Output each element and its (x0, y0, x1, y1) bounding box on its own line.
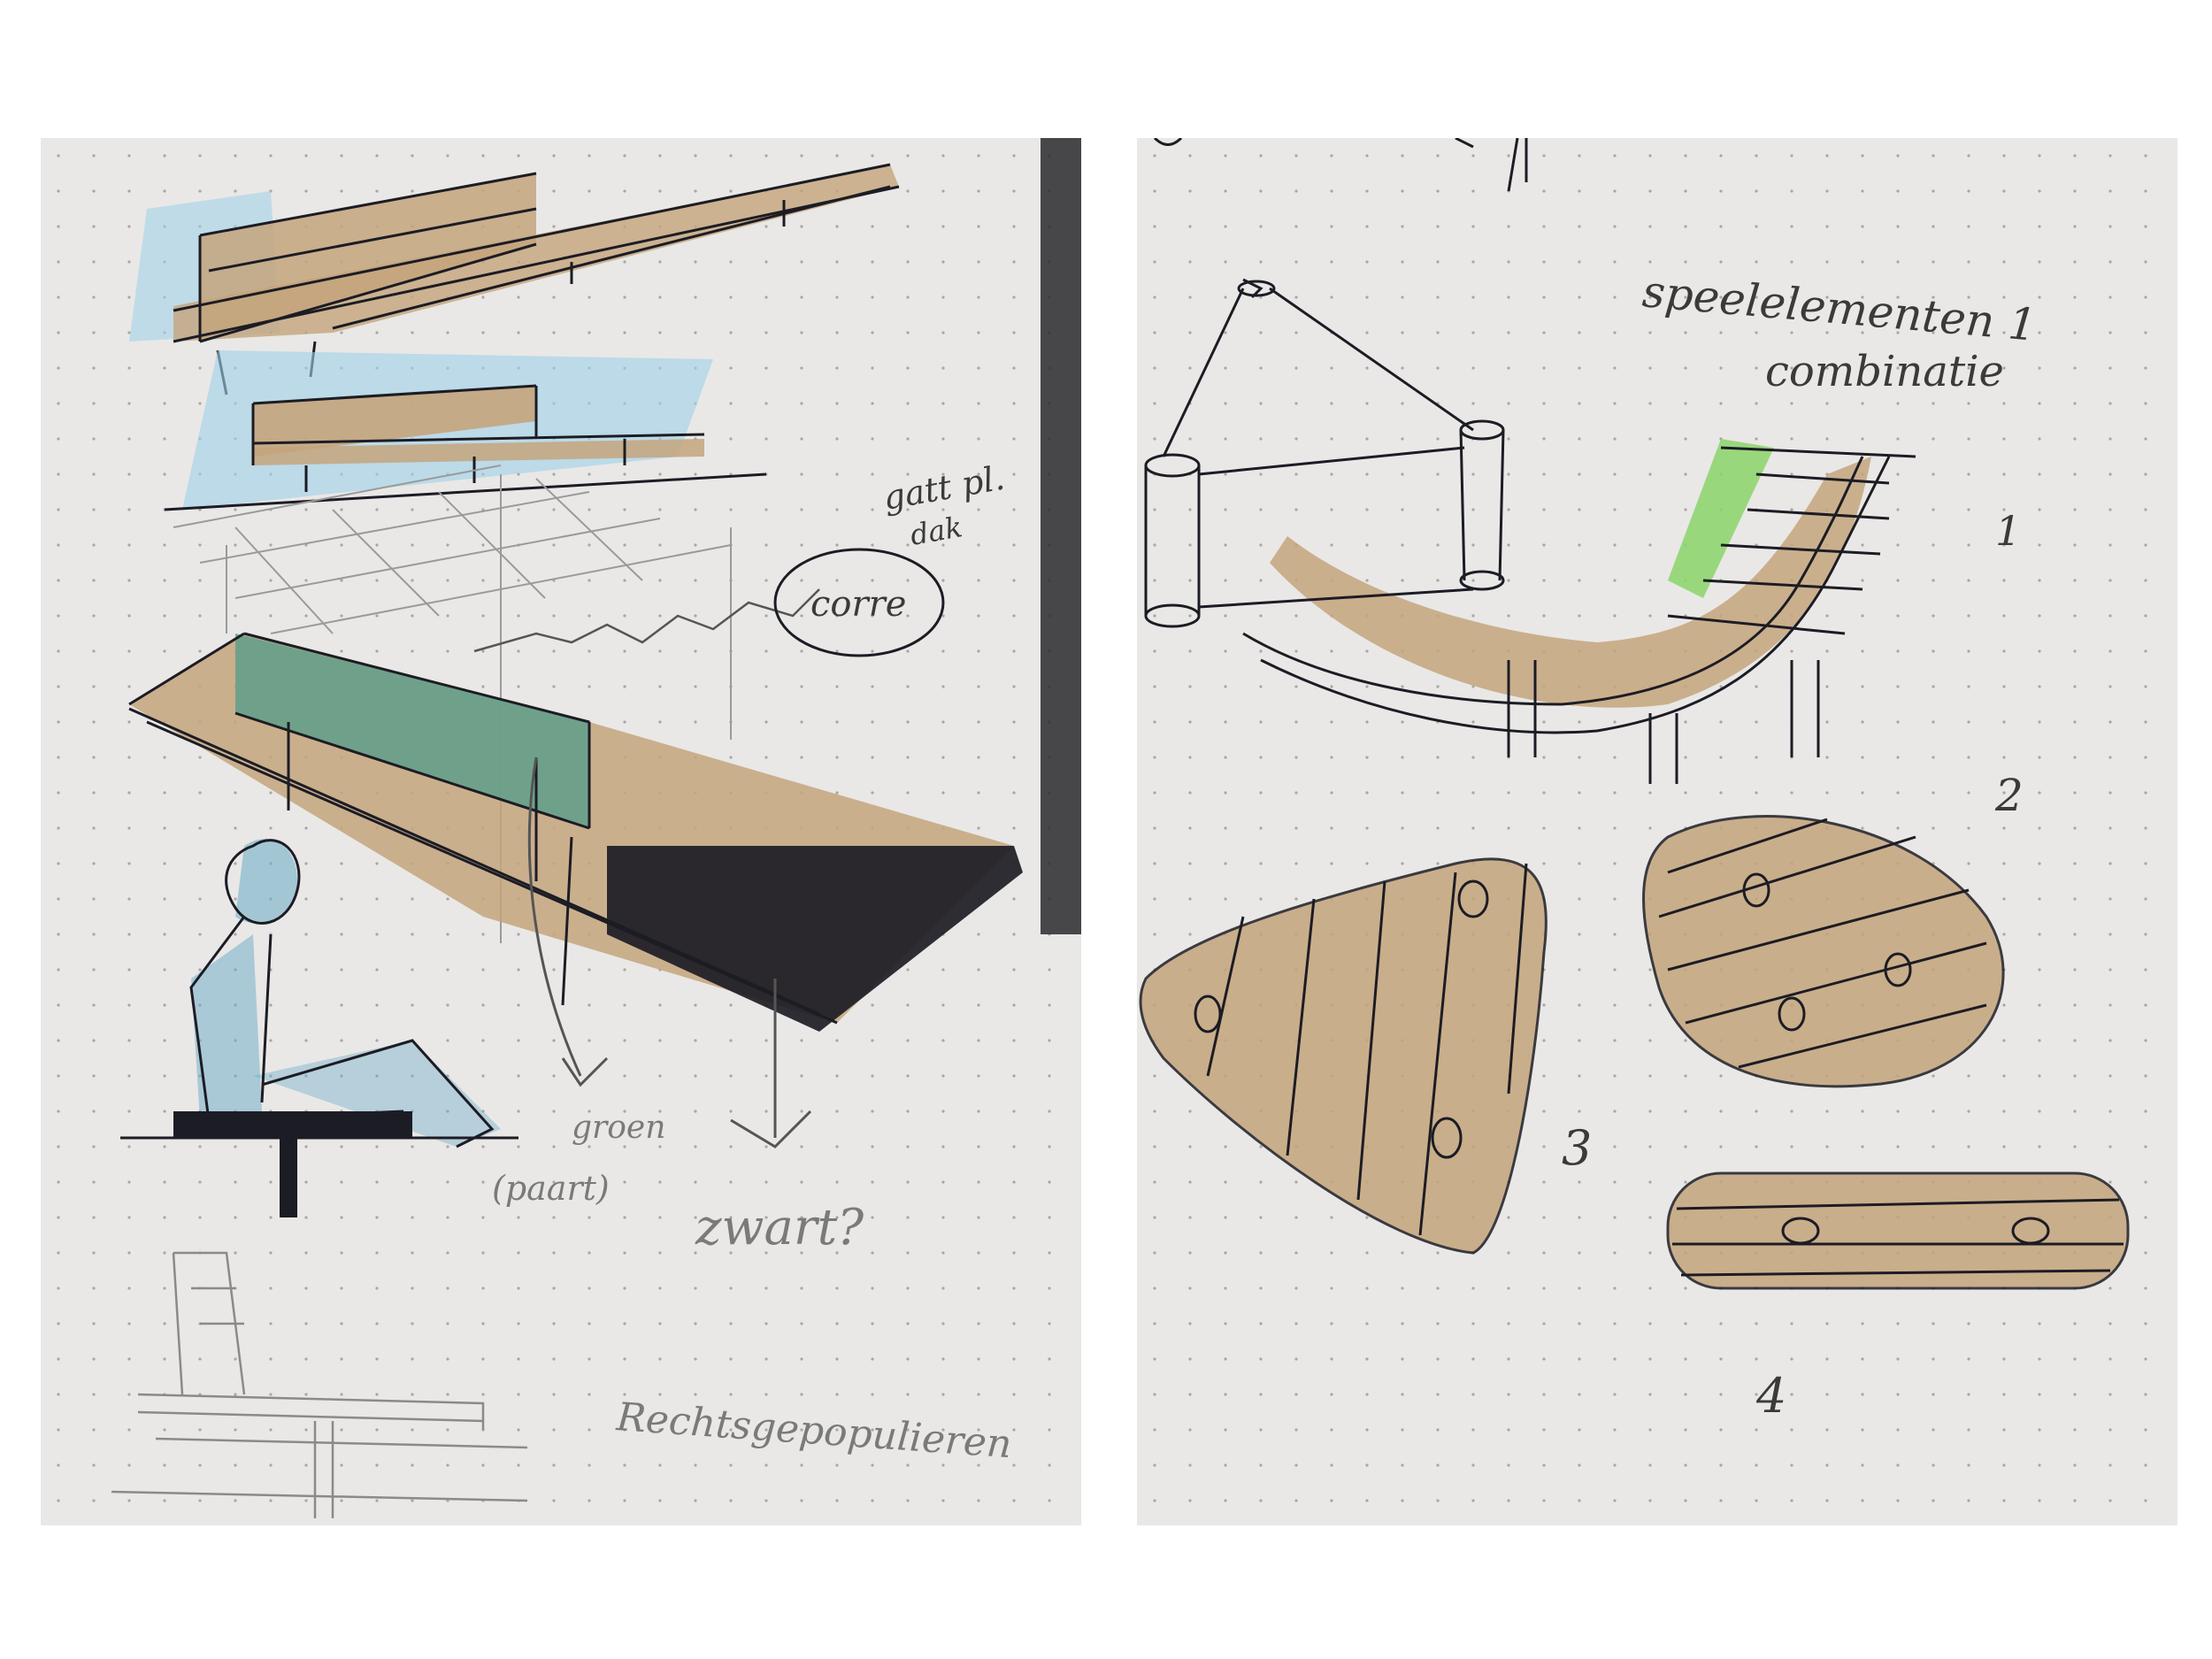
title-combinatie: combinatie (1765, 347, 2004, 396)
seated-figure-sketch (120, 839, 518, 1217)
label-1: 1 (1995, 507, 2021, 555)
note-corre: corre (810, 584, 906, 625)
right-sketch-drawing: speelelementen 1 combinatie 1 2 3 4 (1137, 138, 2177, 1525)
note-paart: (paart) (492, 1169, 610, 1208)
label-3: 3 (1562, 1120, 1592, 1176)
bench-sketch-3 (128, 632, 1023, 1032)
left-sketch-drawing: gatt pl. dak corre groen (paart) zwart? … (41, 138, 1081, 1525)
note-zwart: zwart? (695, 1199, 864, 1256)
label-4: 4 (1755, 1368, 1786, 1424)
label-2: 2 (1994, 770, 2024, 821)
bench-sketch-2 (164, 350, 767, 511)
right-sketch-page: speelelementen 1 combinatie 1 2 3 4 (1137, 138, 2177, 1525)
bench-sketch-1 (129, 163, 900, 396)
pencil-grid (173, 465, 820, 943)
note-groen: groen (572, 1110, 665, 1146)
annotation-arrows (527, 757, 812, 1148)
pencil-bench-sketch (111, 1251, 528, 1518)
left-sketch-page: gatt pl. dak corre groen (paart) zwart? … (41, 138, 1081, 1525)
play-element-3 (1139, 857, 1548, 1255)
play-element-4 (1666, 1171, 2130, 1290)
play-element-2 (1642, 815, 2005, 1088)
play-element-1 (1144, 278, 1916, 784)
